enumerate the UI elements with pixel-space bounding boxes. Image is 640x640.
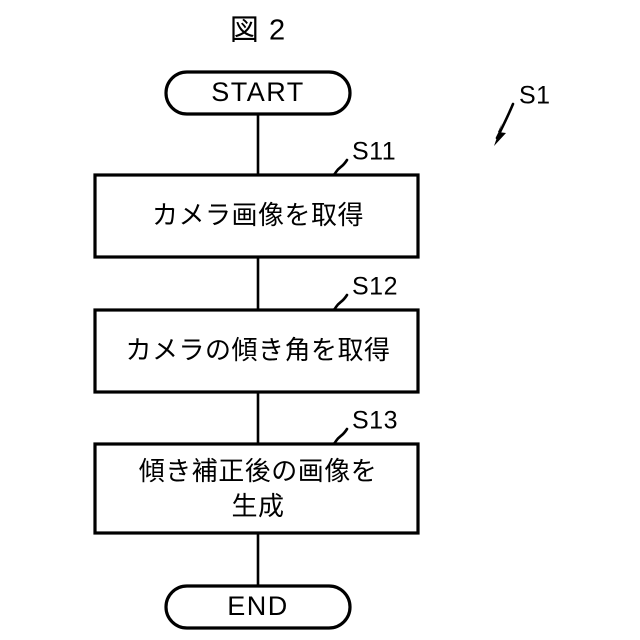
s12-process-shape (93, 308, 420, 394)
overall-reference-label: S1 (519, 82, 551, 110)
s13-process-shape (93, 442, 420, 535)
s11-reference-callout: S11 (325, 138, 396, 178)
figure-title: 図 2 (230, 15, 286, 47)
s13-process-label-line2: 生成 (231, 491, 284, 521)
node-s12: カメラの傾き角を取得 (93, 308, 420, 394)
end-terminal-label: END (227, 591, 289, 621)
s11-process-label: カメラ画像を取得 (152, 200, 364, 230)
node-s13: 傾き補正後の画像を 生成 (93, 442, 420, 535)
overall-reference-arrowhead (494, 123, 506, 146)
overall-reference-callout: S1 (494, 82, 551, 146)
node-s11: カメラ画像を取得 (93, 173, 420, 259)
node-end: END (164, 584, 352, 630)
s13-reference-label: S13 (352, 407, 398, 435)
s11-process-shape (93, 173, 420, 259)
start-terminal-label: START (211, 77, 305, 107)
s12-process-label: カメラの傾き角を取得 (125, 335, 390, 365)
end-terminal-shape (164, 584, 352, 630)
s13-reference-callout: S13 (325, 407, 398, 447)
s13-process-label-line1: 傾き補正後の画像を (139, 456, 378, 486)
s11-reference-label: S11 (352, 138, 396, 166)
node-start: START (164, 70, 352, 116)
s12-reference-callout: S12 (325, 273, 398, 313)
s12-reference-label: S12 (352, 273, 398, 301)
